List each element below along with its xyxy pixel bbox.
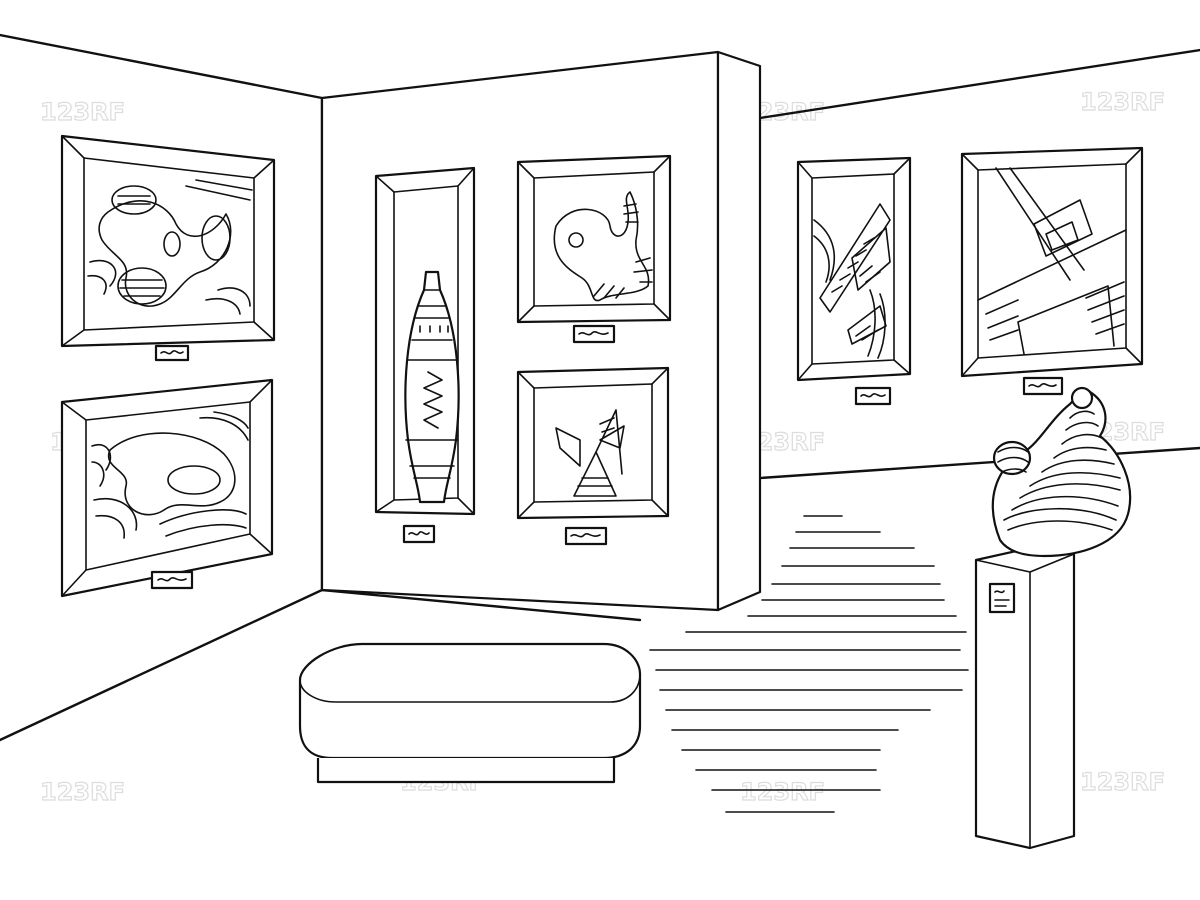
hatch-lines <box>91 411 249 539</box>
label-scribble <box>578 331 609 336</box>
abstract-dot <box>568 232 584 248</box>
vase-zigzag <box>423 371 443 429</box>
painting-right-tall <box>796 156 912 382</box>
abstract-blob <box>98 200 232 307</box>
painting-left-lower <box>60 378 274 598</box>
abstract-oval <box>201 215 231 261</box>
painting-label-plate <box>1022 376 1064 396</box>
watermark-text: 123RF <box>1080 88 1165 116</box>
sculpture-label-plate <box>564 526 608 546</box>
hatch-lines <box>831 237 881 341</box>
painting-niche-upper <box>516 154 672 324</box>
watermark-text: 123RF <box>40 778 125 806</box>
geometric-composition <box>977 167 1127 355</box>
floor-lines-upper <box>685 515 967 633</box>
label-scribble <box>160 350 184 355</box>
sculpture-knob <box>1070 386 1094 410</box>
label-scribble <box>408 531 430 536</box>
frame-outer <box>60 378 274 598</box>
label-scribble <box>994 590 1010 607</box>
frame-bevel <box>961 147 1143 377</box>
floor-shine <box>649 515 969 813</box>
bench-base <box>316 758 616 784</box>
partition-side <box>716 50 762 612</box>
sculpture-ribs <box>997 410 1121 531</box>
vase-niche <box>374 166 476 516</box>
niche-bevel <box>375 167 475 515</box>
painting-label-plate <box>572 324 616 344</box>
vase-bands <box>405 289 459 479</box>
painting-right-far <box>960 146 1144 378</box>
watermark-text: 123RF <box>1080 768 1165 796</box>
bench-body <box>298 642 642 760</box>
floor-line <box>320 588 642 622</box>
bench <box>298 642 642 784</box>
frame-bevel <box>61 135 275 347</box>
label-scribble <box>1028 383 1057 388</box>
abstract-hole <box>167 465 221 495</box>
painting-left-upper <box>60 134 276 348</box>
right-wall-top <box>758 48 1200 120</box>
hatch-lines <box>87 179 253 315</box>
floor-lines-lower <box>649 649 969 813</box>
pedestal <box>974 546 1076 850</box>
watermark-text: 123RF <box>40 98 125 126</box>
pedestal-label-plate <box>988 582 1016 614</box>
frame-bevel <box>797 157 911 381</box>
frame-outer <box>960 146 1144 378</box>
geometric-sculpture <box>555 409 625 497</box>
label-scribble <box>860 393 886 398</box>
painting-label-plate <box>854 386 892 406</box>
abstract-blob <box>107 432 236 516</box>
right-wall-floor-line <box>758 446 1200 480</box>
curved-lines <box>813 219 886 359</box>
vase <box>404 270 460 504</box>
hatch-lines <box>985 281 1125 341</box>
pedestal-edges <box>975 553 1075 849</box>
label-scribble <box>157 577 187 582</box>
niche-bevel <box>517 155 671 323</box>
abstract-blob <box>553 191 650 302</box>
label-scribble <box>570 533 601 538</box>
hatch-lines <box>117 195 151 205</box>
sculpture-niche-lower <box>516 366 670 520</box>
niche-bevel <box>517 367 669 519</box>
hatch-lines <box>577 417 615 487</box>
frame-bevel <box>61 379 273 597</box>
painting-label-plate <box>150 570 194 590</box>
watermark-text: 123RF <box>740 778 825 806</box>
hatch-lines <box>593 203 653 299</box>
vase-dots <box>419 325 449 333</box>
left-wall <box>0 33 324 742</box>
abstract-dot <box>163 231 181 257</box>
bench-top-edge <box>299 673 641 703</box>
hatch-lines <box>119 279 165 297</box>
abstract-oval <box>111 185 157 215</box>
abstract-oval <box>117 267 167 305</box>
spiral-sculpture <box>991 386 1132 558</box>
